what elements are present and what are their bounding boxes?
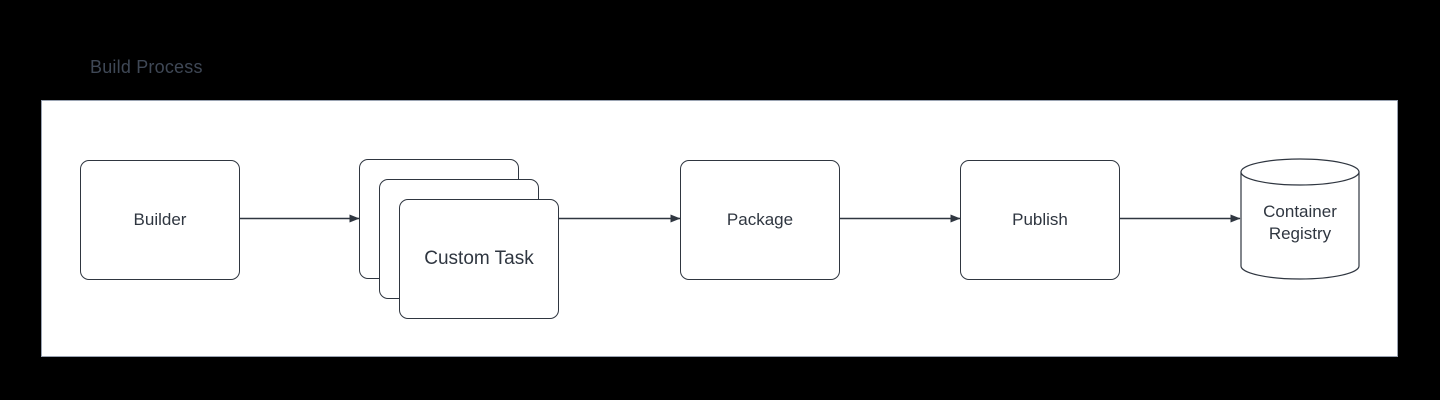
node-publish[interactable]: Publish: [960, 160, 1120, 280]
node-custom-task-card-front[interactable]: Custom Task: [399, 199, 559, 319]
page-title: Build Process: [90, 57, 203, 77]
node-package[interactable]: Package: [680, 160, 840, 280]
node-container-registry[interactable]: Container Registry: [1240, 158, 1360, 280]
node-builder[interactable]: Builder: [80, 160, 240, 280]
node-container-registry-label-line-1: Container: [1263, 202, 1337, 221]
node-container-registry-label: Container Registry: [1240, 158, 1360, 280]
node-container-registry-label-line-2: Registry: [1268, 224, 1332, 243]
cylinder-icon: [1240, 158, 1360, 280]
